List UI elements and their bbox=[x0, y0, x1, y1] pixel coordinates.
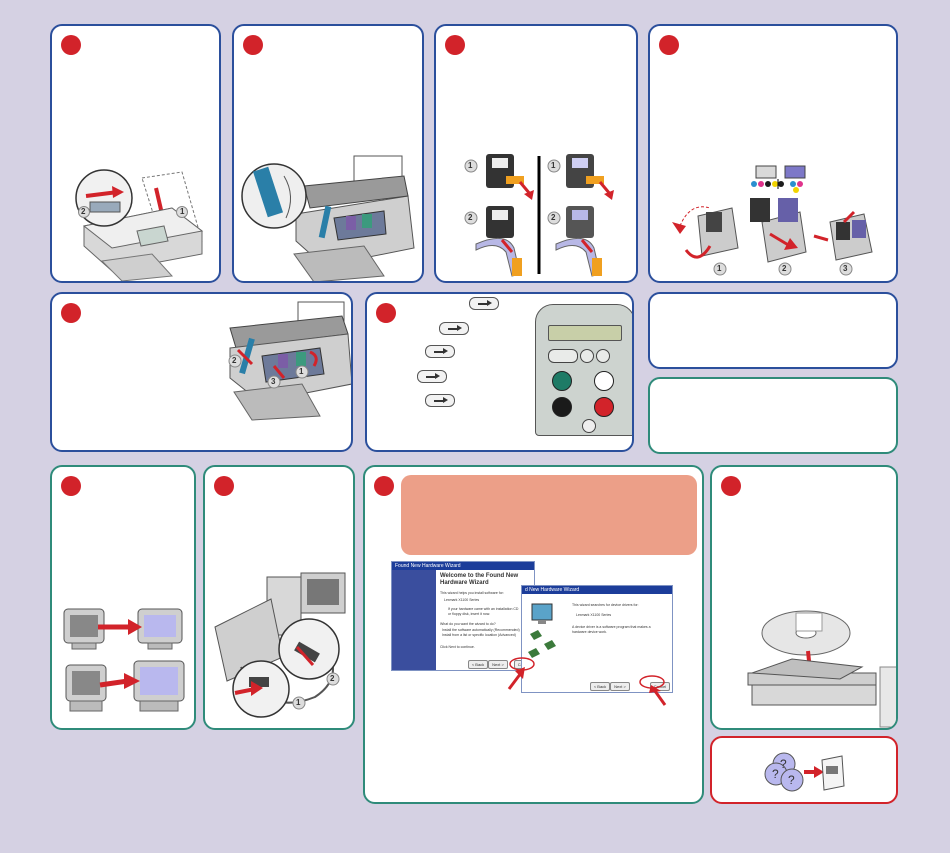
arrow-button-icon bbox=[425, 394, 455, 407]
arrow-button-icon bbox=[425, 345, 455, 358]
step-badge bbox=[61, 303, 81, 323]
svg-text:?: ? bbox=[780, 757, 787, 771]
callout-1-label: 1 bbox=[468, 161, 473, 170]
step-badge bbox=[376, 303, 396, 323]
step-badge bbox=[374, 476, 394, 496]
wizard-heading: Welcome to the Found New bbox=[440, 573, 519, 579]
power-button[interactable] bbox=[582, 419, 596, 433]
monitor-startup-illustration bbox=[63, 608, 185, 712]
step-panel-cartridge-tape: 1 2 1 2 bbox=[434, 24, 638, 283]
window-title: Found New Hardware Wizard bbox=[392, 562, 534, 570]
radio-option-advanced[interactable]: Install from a list or specific location… bbox=[442, 633, 516, 637]
svg-text:?: ? bbox=[788, 773, 795, 787]
next-button[interactable]: Next > bbox=[610, 682, 630, 691]
callout-1-label: 1 bbox=[551, 161, 556, 170]
back-button[interactable]: < Back bbox=[468, 660, 488, 669]
step-badge bbox=[61, 476, 81, 496]
callout-2-label: 2 bbox=[81, 207, 86, 216]
callout-3-label: 3 bbox=[271, 377, 276, 386]
help-question-icon: ? ? ? bbox=[764, 752, 845, 792]
copy-button[interactable] bbox=[552, 371, 572, 391]
cartridge-tape-illustration bbox=[464, 154, 614, 277]
wizard-heading: Hardware Wizard bbox=[440, 580, 489, 586]
help-panel: ? ? ? bbox=[710, 736, 898, 804]
step-panel-load-paper: 2 1 bbox=[50, 24, 221, 283]
printer-load-paper-illustration bbox=[75, 169, 204, 281]
callout-1 bbox=[176, 206, 188, 218]
callout-1-label: 1 bbox=[180, 207, 185, 216]
wizard-window-search: d New Hardware Wizard This wizard search… bbox=[521, 585, 673, 693]
radio-option-auto[interactable]: Install the software automatically (Reco… bbox=[442, 628, 520, 632]
printer-close-illustration bbox=[228, 301, 351, 421]
device-name: Lexmark X1100 Series bbox=[444, 598, 480, 602]
stop-button[interactable] bbox=[594, 397, 614, 417]
callout-1-label: 1 bbox=[296, 698, 301, 707]
step-panel-computer-on bbox=[50, 465, 196, 730]
next-button[interactable]: Next > bbox=[488, 660, 508, 669]
step-badge bbox=[659, 35, 679, 55]
insert-cd-illustration bbox=[747, 610, 896, 728]
wizard-text: What do you want the wizard to do? bbox=[440, 622, 496, 626]
step-panel-close-printer: 2 3 1 bbox=[50, 292, 353, 452]
callout-1-label: 1 bbox=[717, 264, 722, 273]
step-panel-usb-connect: 1 2 bbox=[203, 465, 355, 730]
step-panel-insert-cartridges: 1 2 3 bbox=[648, 24, 898, 283]
step-badge bbox=[721, 476, 741, 496]
cancel-highlight-annotation bbox=[507, 657, 667, 706]
wizard-text: This wizard searches for device drivers … bbox=[572, 603, 639, 607]
minus-button[interactable] bbox=[580, 349, 594, 363]
wizard-text: This wizard helps you install software f… bbox=[440, 591, 504, 595]
callout-2-label: 2 bbox=[551, 213, 556, 222]
step-panel-insert-cd bbox=[710, 465, 898, 730]
window-title: d New Hardware Wizard bbox=[522, 586, 672, 594]
wizard-window-welcome: Found New Hardware Wizard Welcome to the… bbox=[391, 561, 535, 671]
insert-cartridges-illustration bbox=[672, 165, 873, 276]
device-name: Lexmark X1100 Series bbox=[576, 613, 612, 617]
callout-1-label: 1 bbox=[299, 367, 304, 376]
wizard-text: If your hardware came with an installati… bbox=[448, 607, 519, 611]
wizard-sidebar bbox=[392, 570, 436, 670]
search-animation-icon bbox=[528, 603, 556, 658]
svg-text:?: ? bbox=[772, 767, 779, 781]
arrow-button-icon bbox=[439, 322, 469, 335]
note-banner bbox=[401, 475, 697, 555]
wizard-text: hardware device work. bbox=[572, 630, 608, 634]
step-badge bbox=[445, 35, 465, 55]
back-button[interactable]: < Back bbox=[590, 682, 610, 691]
arrow-button-icon bbox=[417, 370, 447, 383]
plus-button[interactable] bbox=[596, 349, 610, 363]
arrow-button[interactable] bbox=[548, 349, 578, 363]
callout-2-label: 2 bbox=[782, 264, 787, 273]
usb-cable-illustration bbox=[214, 572, 346, 718]
control-panel bbox=[535, 304, 632, 436]
step-badge bbox=[243, 35, 263, 55]
callout-2 bbox=[78, 206, 90, 218]
photo-button[interactable] bbox=[552, 397, 572, 417]
step-badge bbox=[61, 35, 81, 55]
callout-2-label: 2 bbox=[330, 674, 335, 683]
wizard-text: or floppy disk, insert it now. bbox=[448, 612, 491, 616]
lcd-display bbox=[548, 325, 622, 341]
scan-button[interactable] bbox=[594, 371, 614, 391]
info-box-teal bbox=[648, 377, 898, 454]
info-box-blue bbox=[648, 292, 898, 369]
step-panel-open-printer bbox=[232, 24, 424, 283]
printer-open-illustration bbox=[241, 155, 415, 281]
callout-2-label: 2 bbox=[468, 213, 473, 222]
step-panel-control-panel bbox=[365, 292, 634, 452]
callout-2-label: 2 bbox=[232, 356, 237, 365]
step-panel-hardware-wizard: Found New Hardware Wizard Welcome to the… bbox=[363, 465, 704, 804]
arrow-button-icon bbox=[469, 297, 499, 310]
callout-3-label: 3 bbox=[843, 264, 848, 273]
step-badge bbox=[214, 476, 234, 496]
wizard-text: A device driver is a software program th… bbox=[572, 625, 651, 629]
wizard-text: Click Next to continue. bbox=[440, 645, 475, 649]
